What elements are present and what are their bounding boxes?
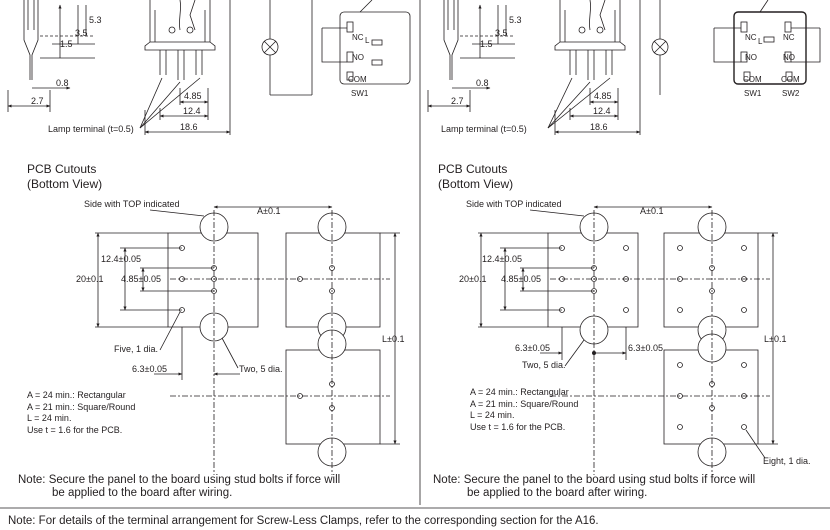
dim-4-85-cut: 4.85±0.05 <box>121 274 161 284</box>
dim-2-7: 2.7 <box>31 96 44 106</box>
dim-a: A±0.1 <box>640 206 663 216</box>
dim-3-5: 3.5 <box>75 28 88 38</box>
no-label-2: NO <box>783 53 795 62</box>
dim-12-4-cut: 12.4±0.05 <box>101 254 141 264</box>
dim-4-85: 4.85 <box>184 91 202 101</box>
note-line-1: Secure the panel to the board using stud… <box>48 474 341 486</box>
dim-4-85-cut: 4.85±0.05 <box>501 274 541 284</box>
left-terminal-drawing: 5.3 3.5 1.5 0.8 2.7 4.85 12.4 18.6 Lamp … <box>7 0 411 135</box>
lamp-terminal-label: Lamp terminal (t=0.5) <box>48 124 134 134</box>
dim-6-3: 6.3±0.05 <box>132 364 167 374</box>
dim-1-5: 1.5 <box>480 39 493 49</box>
spec-line: A = 24 min.: Rectangular <box>27 390 126 400</box>
dim-12-4-cut: 12.4±0.05 <box>482 254 522 264</box>
note-line-2: be applied to the board after wiring. <box>467 487 648 499</box>
dim-5-3: 5.3 <box>89 15 102 25</box>
dim-1-5: 1.5 <box>60 39 73 49</box>
l-label: L <box>365 36 370 45</box>
spec-line: L = 24 min. <box>470 410 514 420</box>
two-dia-label: Two, 5 dia. <box>239 364 283 374</box>
spec-line: A = 21 min.: Square/Round <box>27 402 135 412</box>
dim-18-6: 18.6 <box>180 122 198 132</box>
sw1-label: SW1 <box>744 89 762 98</box>
dim-2-7: 2.7 <box>451 96 464 106</box>
spec-line: A = 24 min.: Rectangular <box>470 387 569 397</box>
dim-0-8: 0.8 <box>56 78 69 88</box>
l-label: L <box>758 37 763 46</box>
pcb-title: PCB Cutouts <box>438 162 507 176</box>
pcb-subtitle: (Bottom View) <box>438 177 513 191</box>
right-terminal-drawing: 5.3 3.5 1.5 0.8 2.7 4.85 12.4 18.6 Lamp … <box>427 0 821 135</box>
note-line-1: Secure the panel to the board using stud… <box>463 474 756 486</box>
nc-label: NC <box>745 33 757 42</box>
sw1-label: SW1 <box>351 89 369 98</box>
pcb-title: PCB Cutouts <box>27 162 96 176</box>
spec-line: Use t = 1.6 for the PCB. <box>27 425 122 435</box>
nc-label: NC <box>352 33 364 42</box>
spec-line: Use t = 1.6 for the PCB. <box>470 422 565 432</box>
pcb-subtitle: (Bottom View) <box>27 177 102 191</box>
dim-12-4: 12.4 <box>183 106 201 116</box>
dim-20: 20±0.1 <box>76 274 103 284</box>
no-label: NO <box>352 53 364 62</box>
dim-12-4: 12.4 <box>593 106 611 116</box>
dim-l: L±0.1 <box>764 334 786 344</box>
eight-dia-label: Eight, 1 dia. <box>763 456 811 466</box>
dim-0-8: 0.8 <box>476 78 489 88</box>
dim-6-3-right: 6.3±0.05 <box>628 343 663 353</box>
dim-6-3-left: 6.3±0.05 <box>515 343 550 353</box>
right-note: Note: Secure the panel to the board usin… <box>433 474 828 500</box>
com-label: COM <box>348 75 367 84</box>
com-label-2: COM <box>781 75 800 84</box>
dim-20: 20±0.1 <box>459 274 486 284</box>
dim-4-85: 4.85 <box>594 91 612 101</box>
spec-line: L = 24 min. <box>27 413 71 423</box>
dim-5-3: 5.3 <box>509 15 522 25</box>
note-label: Note: <box>18 474 46 486</box>
nc-label-2: NC <box>783 33 795 42</box>
left-pcb-cutouts: PCB Cutouts (Bottom View) <box>27 162 404 475</box>
side-top-label: Side with TOP indicated <box>466 199 562 209</box>
dim-18-6: 18.6 <box>590 122 608 132</box>
sw2-label: SW2 <box>782 89 800 98</box>
dim-l: L±0.1 <box>382 334 404 344</box>
no-label: NO <box>745 53 757 62</box>
spec-line: A = 21 min.: Square/Round <box>470 399 578 409</box>
two-dia-label: Two, 5 dia. <box>522 360 566 370</box>
dim-a: A±0.1 <box>257 206 280 216</box>
note-label: Note: <box>433 474 461 486</box>
lamp-terminal-label: Lamp terminal (t=0.5) <box>441 124 527 134</box>
five-dia-label: Five, 1 dia. <box>114 344 158 354</box>
left-note: Note: Secure the panel to the board usin… <box>18 474 413 500</box>
right-pcb-cutouts: PCB Cutouts (Bottom View) <box>438 162 811 475</box>
footer-note: Note: For details of the terminal arrang… <box>8 515 599 527</box>
side-top-label: Side with TOP indicated <box>84 199 180 209</box>
dim-3-5: 3.5 <box>495 28 508 38</box>
note-line-2: be applied to the board after wiring. <box>52 487 233 499</box>
com-label: COM <box>743 75 762 84</box>
